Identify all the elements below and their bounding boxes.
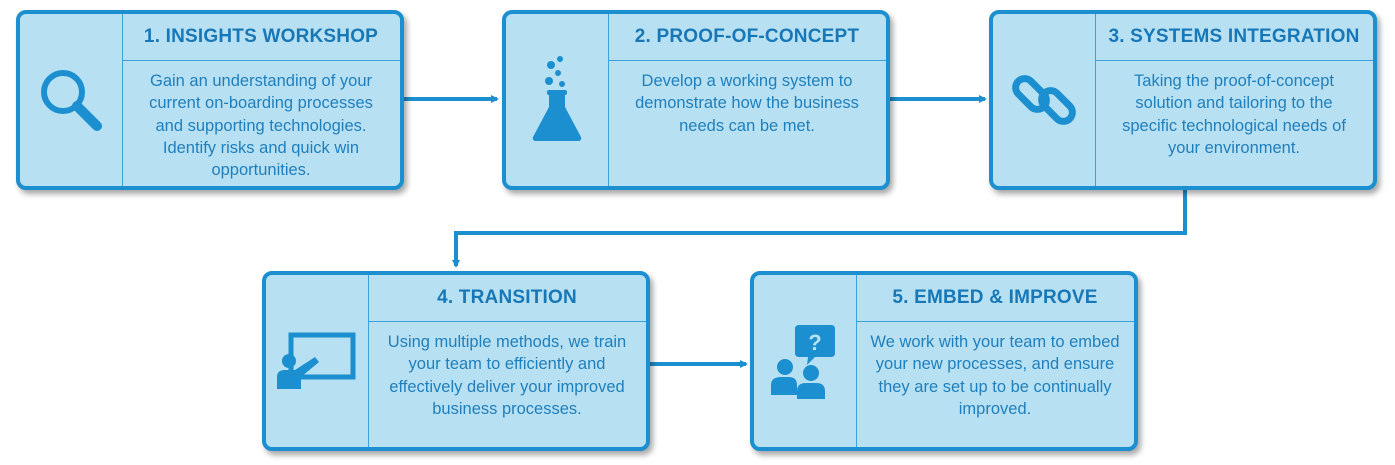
step-description: Using multiple methods, we train your te…	[387, 333, 627, 418]
step-icon-cell	[993, 14, 1096, 186]
step-title: 4. TRANSITION	[368, 275, 646, 322]
svg-text:?: ?	[808, 330, 821, 355]
team-question-icon: ?	[771, 325, 835, 399]
flask-icon	[532, 56, 582, 141]
step-card-proof-of-concept: 2. PROOF-OF-CONCEPT Develop a working sy…	[502, 10, 890, 190]
presenter-board-icon	[277, 332, 356, 389]
step-title: 1. INSIGHTS WORKSHOP	[122, 14, 400, 61]
step-description: We work with your team to embed your new…	[870, 333, 1120, 418]
step-card-transition: 4. TRANSITION Using multiple methods, we…	[262, 271, 650, 451]
step-icon-cell	[506, 14, 609, 186]
chain-link-icon	[1012, 75, 1076, 125]
step-description: Gain an understanding of your current on…	[149, 72, 373, 180]
step-card-insights-workshop: 1. INSIGHTS WORKSHOP Gain an understandi…	[16, 10, 404, 190]
step-description: Develop a working system to demonstrate …	[635, 72, 859, 135]
step-description: Taking the proof-of-concept solution and…	[1122, 72, 1346, 157]
step-title: 3. SYSTEMS INTEGRATION	[1095, 14, 1373, 61]
step-card-systems-integration: 3. SYSTEMS INTEGRATION Taking the proof-…	[989, 10, 1377, 190]
step-icon-cell: ?	[754, 275, 857, 447]
step-icon-cell	[20, 14, 123, 186]
step-title: 5. EMBED & IMPROVE	[856, 275, 1134, 322]
magnifier-icon	[41, 70, 102, 131]
step-card-embed-improve: ? 5. EMBED & IMPROVE We work with your t…	[750, 271, 1138, 451]
arrow-step3-to-step4	[452, 190, 1187, 268]
step-title: 2. PROOF-OF-CONCEPT	[608, 14, 886, 61]
step-icon-cell	[266, 275, 369, 447]
